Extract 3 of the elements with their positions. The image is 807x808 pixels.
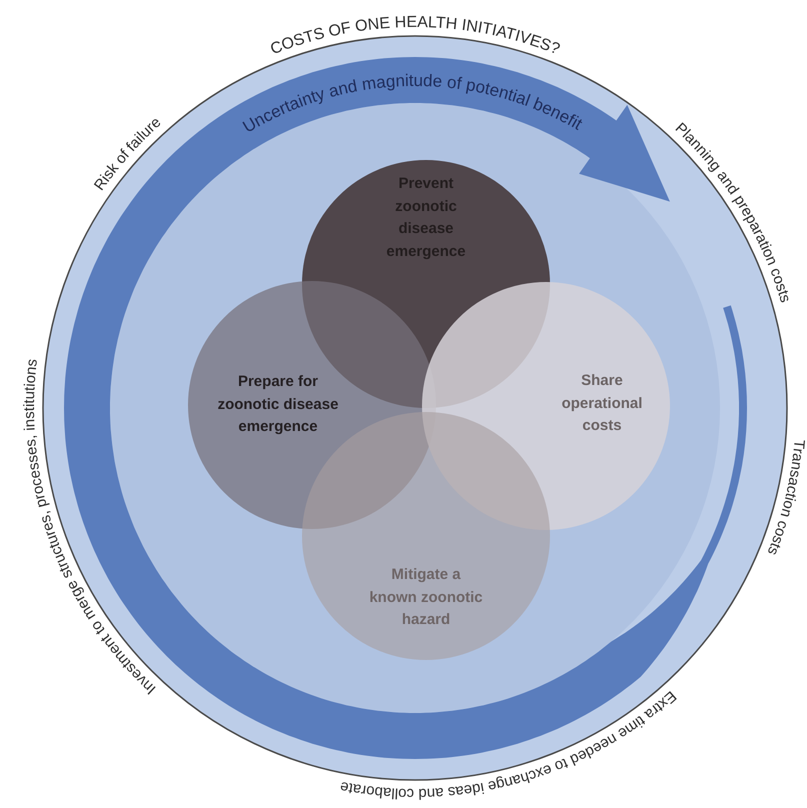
- circle-label: Mitigate a known zoonotic hazard: [369, 565, 483, 630]
- circle-label: Share operational costs: [560, 371, 644, 436]
- circle-label: Prepare for zoonotic disease emergence: [216, 372, 340, 438]
